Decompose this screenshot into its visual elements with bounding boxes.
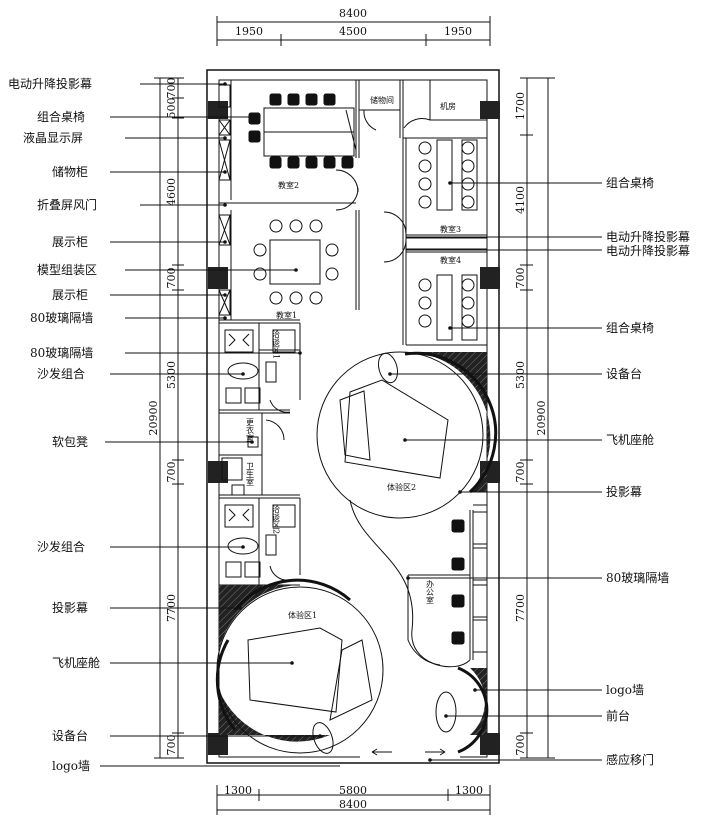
callout-left-6: 展示柜	[52, 235, 88, 249]
callout-right-7: 投影幕	[606, 484, 642, 499]
room-dressing: 更衣室	[246, 418, 255, 442]
room-restroom: 卫生室	[246, 462, 255, 486]
talk-area-furniture	[221, 329, 296, 578]
callout-left-9: 80玻璃隔墙	[30, 311, 93, 325]
door-swings	[265, 109, 431, 581]
dim-bottom-total: 8400	[339, 798, 367, 811]
structural-columns	[208, 101, 500, 755]
room-exp2: 体验区2	[387, 482, 416, 492]
callout-right-11: 感应移门	[606, 752, 654, 767]
callout-left-11: 沙发组合	[37, 366, 85, 381]
dim-right-seg-3: 700	[514, 268, 527, 289]
room-storage: 储物间	[370, 95, 394, 105]
dim-right-seg-1: 1700	[514, 92, 527, 120]
dim-left-seg-2: 500	[165, 98, 178, 119]
callout-left-13: 沙发组合	[37, 539, 85, 554]
dim-top-seg-3: 1950	[444, 25, 472, 38]
dim-bottom-seg-3: 1300	[455, 784, 483, 797]
callout-left-17: logo墙	[52, 759, 90, 773]
callout-right-9: logo墙	[606, 683, 644, 697]
classroom3-furniture	[418, 139, 478, 341]
callout-right-8: 80玻璃隔墙	[606, 571, 669, 585]
callout-right-4: 组合桌椅	[606, 320, 654, 335]
callout-left-12: 软包凳	[52, 434, 88, 449]
dim-left-total: 20900	[147, 401, 160, 436]
callout-right-6: 飞机座舱	[606, 432, 654, 447]
room-office: 办公室	[426, 579, 435, 604]
dim-left-seg-5: 5300	[165, 361, 178, 389]
room-talk1: 洽谈区1	[272, 329, 281, 359]
callout-left-10: 80玻璃隔墙	[30, 346, 93, 360]
classroom2-furniture	[218, 84, 357, 181]
dim-bottom-seg-1: 1300	[224, 784, 252, 797]
dim-top-seg-1: 1950	[235, 25, 263, 38]
room-classroom1: 教室1	[276, 310, 297, 320]
callout-left-7: 模型组装区	[37, 263, 97, 277]
dim-bottom-seg-2: 5800	[339, 784, 367, 797]
callout-left-1: 电动升降投影幕	[8, 76, 92, 91]
room-exp1: 体验区1	[288, 610, 317, 620]
callout-left-3: 液晶显示屏	[23, 130, 83, 145]
right-callouts: 组合桌椅 电动升降投影幕 电动升降投影幕 组合桌椅 设备台 飞机座舱 投影幕 8…	[388, 175, 690, 767]
callout-left-15: 飞机座舱	[52, 655, 100, 670]
dim-top-total: 8400	[339, 7, 367, 20]
callout-left-8: 展示柜	[52, 288, 88, 302]
room-classroom3: 教室3	[440, 224, 461, 234]
callout-right-3: 电动升降投影幕	[606, 243, 690, 258]
dim-right-seg-2: 4100	[514, 186, 527, 214]
experience-zone-2	[316, 351, 498, 668]
room-classroom4: 教室4	[440, 255, 461, 265]
callout-right-2: 电动升降投影幕	[606, 229, 690, 244]
dim-right-seg-6: 7700	[514, 594, 527, 622]
dimension-text: 8400 1950 4500 1950 1300 5800 1300 8400 …	[147, 7, 548, 811]
dimension-lines	[154, 16, 555, 815]
room-classroom2: 教室2	[278, 180, 299, 190]
room-labels: 储物间 机房 教室2 教室3 教室4 教室1 洽谈区1 洽谈区2 更衣室 卫生室…	[246, 95, 462, 620]
callout-left-14: 投影幕	[52, 600, 88, 615]
left-callouts: 电动升降投影幕 组合桌椅 液晶显示屏 储物柜 折叠屏风门 展示柜 模型组装区 展…	[8, 76, 340, 773]
room-machine: 机房	[440, 101, 456, 111]
outer-walls	[206, 69, 500, 764]
dim-right-seg-7: 700	[514, 735, 527, 756]
dim-left-seg-8: 700	[165, 735, 178, 756]
callout-right-1: 组合桌椅	[606, 175, 654, 190]
room-talk2: 洽谈区2	[272, 504, 281, 534]
callout-right-10: 前台	[606, 708, 630, 723]
callout-right-5: 设备台	[606, 366, 642, 381]
callout-left-2: 组合桌椅	[37, 109, 85, 124]
dim-top-seg-2: 4500	[339, 25, 367, 38]
office-furniture	[360, 511, 489, 759]
dim-right-seg-4: 5300	[514, 361, 527, 389]
classroom1-furniture	[218, 214, 339, 316]
callout-left-4: 储物柜	[52, 164, 88, 179]
dim-left-seg-3: 4600	[165, 178, 178, 206]
experience-zone-1	[215, 578, 384, 754]
dim-right-seg-5: 700	[514, 462, 527, 483]
callout-left-16: 设备台	[52, 728, 88, 743]
dim-right-total: 20900	[535, 401, 548, 436]
dim-left-seg-1: 700	[165, 78, 178, 99]
dim-left-seg-4: 700	[165, 268, 178, 289]
dim-left-seg-6: 700	[165, 462, 178, 483]
callout-left-5: 折叠屏风门	[37, 197, 97, 212]
